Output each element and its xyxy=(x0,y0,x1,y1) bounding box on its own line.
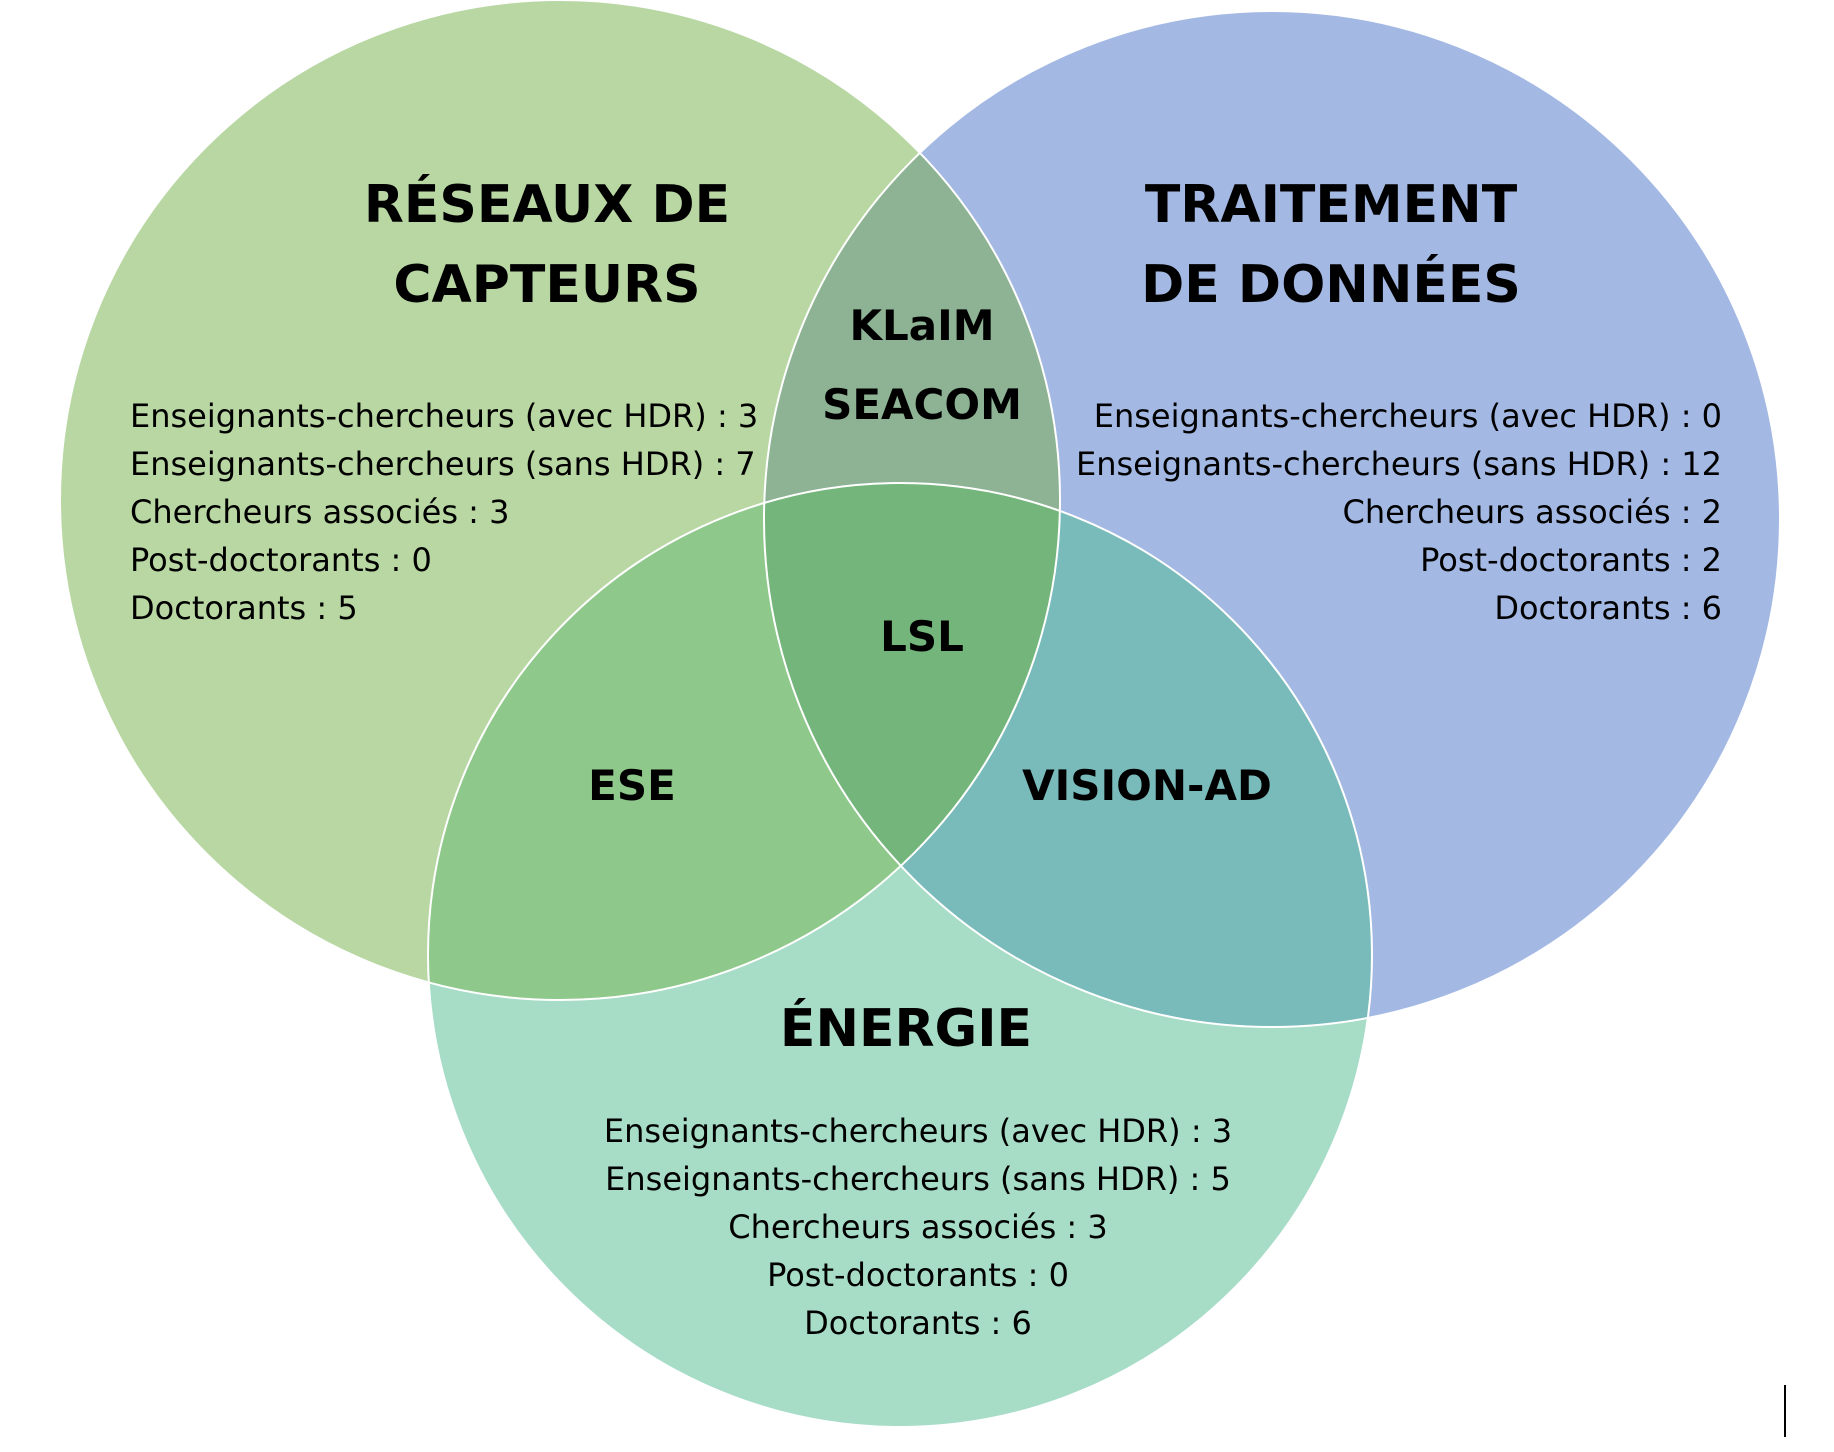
outline-energie xyxy=(427,482,1373,1428)
team-klaim: KLaIM xyxy=(849,301,994,350)
energie-stat-1: Enseignants-chercheurs (avec HDR) : 3 xyxy=(604,1112,1232,1150)
donnees-stat-2: Enseignants-chercheurs (sans HDR) : 12 xyxy=(1076,445,1722,483)
capteurs-title-line2: CAPTEURS xyxy=(393,255,700,315)
outline-capteurs xyxy=(59,0,1061,1001)
energie-title: ÉNERGIE xyxy=(780,998,1032,1059)
team-ese: ESE xyxy=(588,761,676,810)
capteurs-stat-2: Enseignants-chercheurs (sans HDR) : 7 xyxy=(130,445,756,483)
energie-stat-4: Post-doctorants : 0 xyxy=(767,1256,1069,1294)
outline-donnees xyxy=(763,10,1781,1028)
capteurs-stat-1: Enseignants-chercheurs (avec HDR) : 3 xyxy=(130,397,758,435)
capteurs-stat-3: Chercheurs associés : 3 xyxy=(130,493,509,531)
team-vision-ad: VISION-AD xyxy=(1022,761,1272,810)
capteurs-stat-5: Doctorants : 5 xyxy=(130,589,358,627)
donnees-stat-3: Chercheurs associés : 2 xyxy=(1343,493,1722,531)
donnees-title-line2: DE DONNÉES xyxy=(1141,254,1521,315)
energie-stat-2: Enseignants-chercheurs (sans HDR) : 5 xyxy=(605,1160,1231,1198)
donnees-stat-5: Doctorants : 6 xyxy=(1494,589,1722,627)
capteurs-title-line1: RÉSEAUX DE xyxy=(364,174,730,235)
donnees-stat-4: Post-doctorants : 2 xyxy=(1420,541,1722,579)
energie-stat-5: Doctorants : 6 xyxy=(804,1304,1032,1342)
team-lsl: LSL xyxy=(880,612,964,661)
energie-stat-3: Chercheurs associés : 3 xyxy=(728,1208,1107,1246)
capteurs-stat-4: Post-doctorants : 0 xyxy=(130,541,432,579)
donnees-title-line1: TRAITEMENT xyxy=(1145,175,1518,235)
team-seacom: SEACOM xyxy=(822,380,1022,429)
donnees-stat-1: Enseignants-chercheurs (avec HDR) : 0 xyxy=(1094,397,1722,435)
